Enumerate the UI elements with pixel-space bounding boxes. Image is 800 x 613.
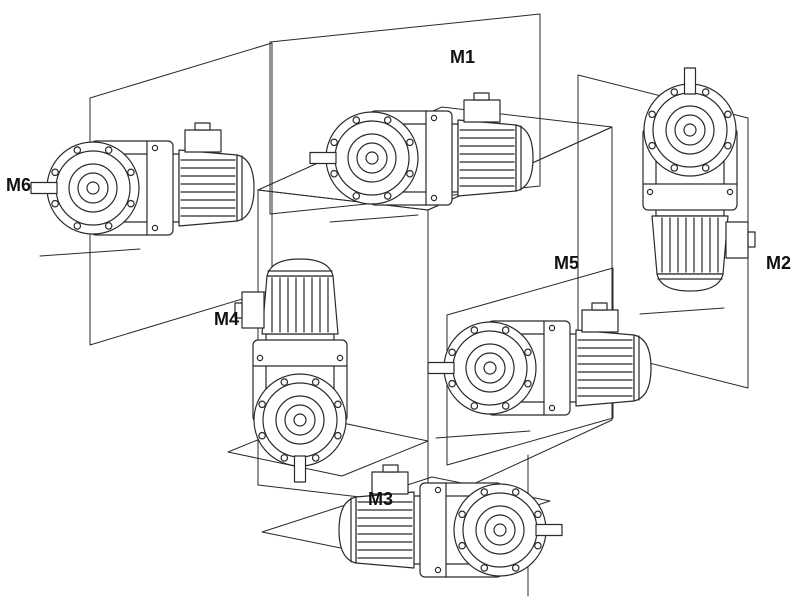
gearmotor-m3 [338, 464, 563, 578]
mounting-plane-m5 [446, 267, 614, 466]
mounting-plane-m1 [269, 13, 541, 215]
gearmotor-m1 [309, 92, 534, 206]
gearmotor-m4 [234, 258, 348, 483]
label-m2: M2 [766, 253, 792, 273]
gearmotor-m6 [30, 122, 255, 236]
label-m3: M3 [368, 489, 394, 509]
mounting-planes [89, 13, 749, 557]
gearmotor-m5 [427, 302, 652, 416]
label-m6: M6 [6, 175, 32, 195]
label-m1: M1 [450, 47, 476, 67]
label-m5: M5 [554, 253, 580, 273]
gearmotor-m2 [642, 67, 756, 292]
label-m4: M4 [214, 309, 240, 329]
